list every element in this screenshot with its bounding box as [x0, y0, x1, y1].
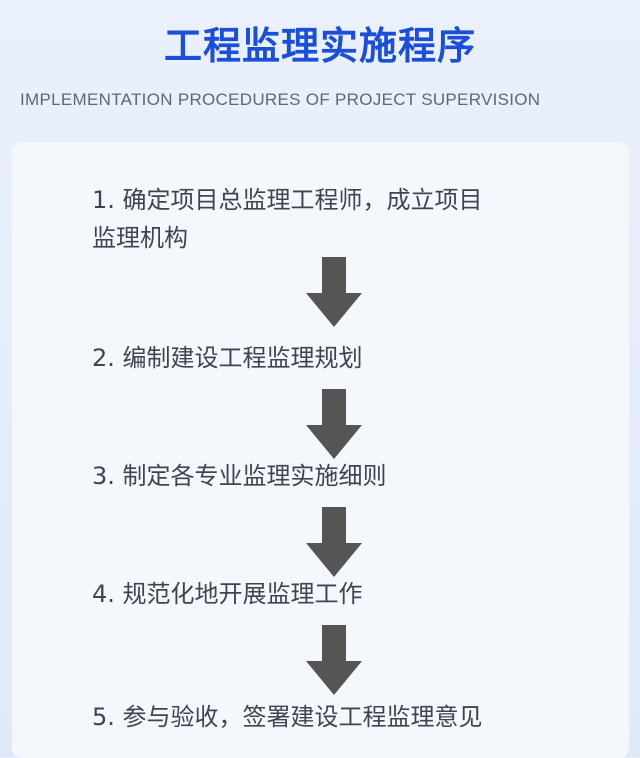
- step-3: 3. 制定各专业监理实施细则: [92, 457, 562, 495]
- step-2-label: 2. 编制建设工程监理规划: [92, 344, 363, 372]
- arrow-down-icon: [306, 507, 362, 577]
- arrow-down-icon: [306, 625, 362, 695]
- step-1-line-2: 监理机构: [92, 224, 188, 252]
- step-3-label: 3. 制定各专业监理实施细则: [92, 462, 387, 490]
- step-4: 4. 规范化地开展监理工作: [92, 575, 562, 613]
- step-5: 5. 参与验收，签署建设工程监理意见: [92, 698, 562, 736]
- step-5-label: 5. 参与验收，签署建设工程监理意见: [92, 703, 483, 731]
- step-1-line-1: 1. 确定项目总监理工程师，成立项目: [92, 186, 483, 214]
- procedure-card: 1. 确定项目总监理工程师，成立项目 监理机构 2. 编制建设工程监理规划 3.…: [12, 142, 629, 758]
- arrow-down-icon: [306, 389, 362, 459]
- arrow-down-icon: [306, 257, 362, 327]
- step-1: 1. 确定项目总监理工程师，成立项目 监理机构: [92, 181, 562, 257]
- page-title: 工程监理实施程序: [163, 24, 476, 68]
- step-4-label: 4. 规范化地开展监理工作: [92, 580, 363, 608]
- page-subtitle: IMPLEMENTATION PROCEDURES OF PROJECT SUP…: [20, 90, 541, 109]
- step-2: 2. 编制建设工程监理规划: [92, 339, 562, 377]
